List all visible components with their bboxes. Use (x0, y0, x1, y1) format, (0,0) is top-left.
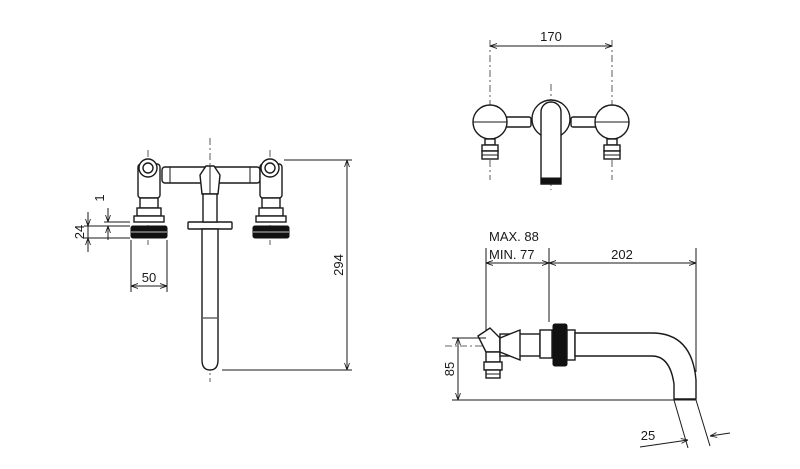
side-spout (574, 332, 697, 400)
dim-294: 294 (331, 254, 346, 276)
dim-1: 1 (92, 194, 107, 201)
dim-min-77: MIN. 77 (489, 247, 535, 262)
top-left-knob (472, 104, 508, 160)
right-valve (252, 158, 290, 239)
left-valve (130, 158, 168, 239)
center-flange (187, 221, 233, 230)
dim-50: 50 (142, 270, 156, 285)
spout-front (201, 193, 219, 371)
dim-25: 25 (641, 428, 655, 443)
dim-85: 85 (442, 362, 457, 376)
top-right-knob (594, 104, 630, 160)
dim-max-88: MAX. 88 (489, 229, 539, 244)
front-view: 294 50 24 1 (72, 138, 352, 382)
dim-170: 170 (540, 29, 562, 44)
side-wall-ring (552, 323, 568, 367)
top-center-body (531, 99, 571, 185)
dim-202: 202 (611, 247, 633, 262)
side-valve (477, 327, 503, 379)
dim-24: 24 (72, 225, 87, 239)
side-view: MAX. 88 MIN. 77 202 85 25 (442, 229, 731, 449)
top-view: 170 (472, 29, 630, 190)
